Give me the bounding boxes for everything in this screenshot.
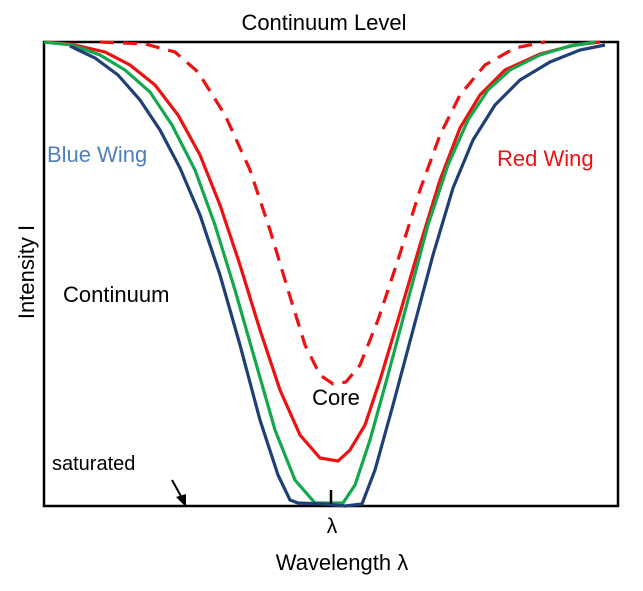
center-wavelength-label: λ: [327, 515, 338, 538]
red-dashed-profile: [99, 40, 546, 386]
core-label: Core: [312, 385, 360, 410]
navy-profile: [69, 43, 606, 508]
y-axis-label: Intensity I: [14, 225, 39, 319]
saturated-arrow-head: [176, 494, 186, 507]
chart-title: Continuum Level: [241, 10, 406, 35]
x-axis-label: Wavelength λ: [276, 550, 408, 575]
red-solid-profile: [43, 40, 601, 463]
saturated-arrow-shaft: [171, 479, 183, 499]
continuum-label: Continuum: [63, 282, 169, 307]
green-profile: [43, 40, 596, 505]
plot-frame: [42, 40, 620, 508]
saturated-label: saturated: [52, 453, 135, 475]
blue-wing-label: Blue Wing: [47, 142, 147, 167]
red-wing-label: Red Wing: [497, 146, 594, 171]
